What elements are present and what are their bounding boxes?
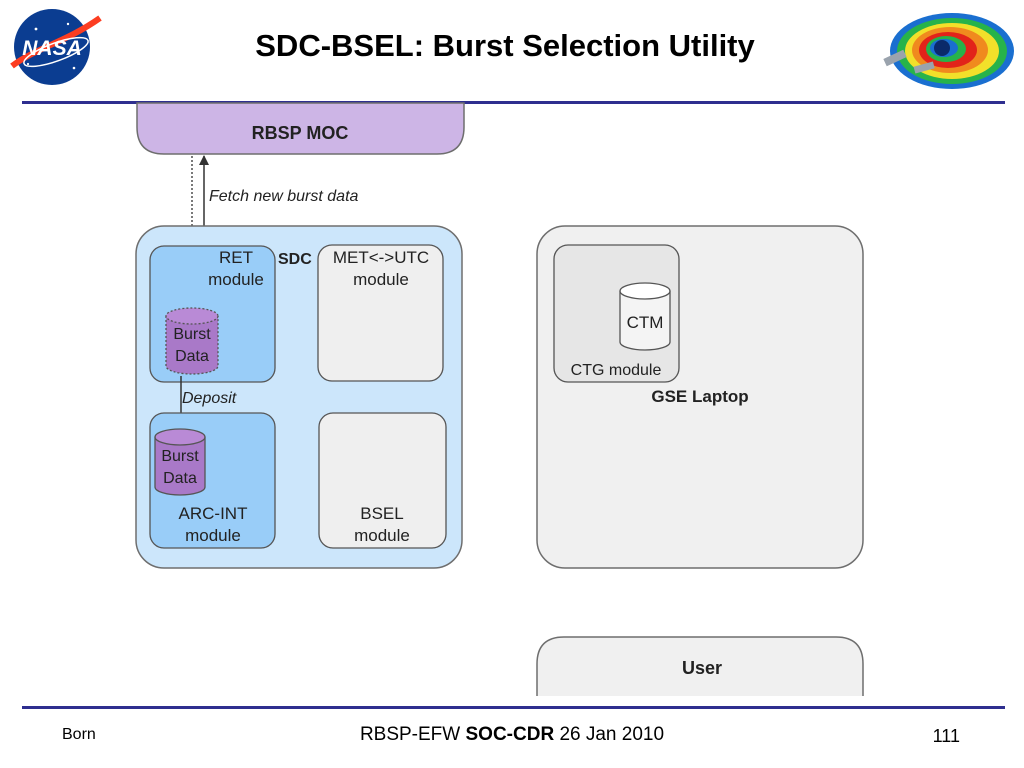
ctm-cylinder: CTM xyxy=(619,282,671,351)
footer-date: 26 Jan 2010 xyxy=(559,724,665,745)
page-number: 111 xyxy=(932,726,960,746)
footer-project: RBSP-EFW xyxy=(359,724,461,745)
rbsp-moc-box: RBSP MOC xyxy=(136,102,465,155)
met-utc-module-line1: MET<->UTC xyxy=(333,248,429,267)
header-rule xyxy=(22,101,1005,104)
met-utc-module-line2: module xyxy=(353,270,409,289)
ret-module-label-line1: RET xyxy=(219,248,253,267)
arc-int-module-line1: ARC-INT xyxy=(179,504,248,523)
bsel-module-box xyxy=(318,412,447,549)
user-label: User xyxy=(682,658,722,678)
burst-data-ret-cylinder: Burst Data xyxy=(165,307,219,375)
footer-author: Born xyxy=(62,726,96,743)
footer-review: SOC-CDR xyxy=(465,724,555,745)
nasa-logo: NASA xyxy=(10,9,102,85)
burst-data-arc-cylinder: Burst Data xyxy=(154,428,206,496)
bsel-module-line2: module xyxy=(354,526,410,545)
rbsp-moc-label: RBSP MOC xyxy=(252,123,349,143)
user-box: User xyxy=(536,636,864,696)
burst-data-ret-line1: Burst xyxy=(173,326,211,343)
met-utc-module-box xyxy=(317,244,444,382)
ret-module-label-line2: module xyxy=(208,270,264,289)
footer-rule xyxy=(22,706,1005,709)
burst-data-arc-line2: Data xyxy=(163,470,197,487)
deposit-label: Deposit xyxy=(182,390,237,407)
slide-title: SDC-BSEL: Burst Selection Utility xyxy=(255,28,755,63)
burst-data-ret-line2: Data xyxy=(175,348,209,365)
nasa-logo-text: NASA xyxy=(22,37,82,60)
fetch-label: Fetch new burst data xyxy=(209,188,359,205)
bsel-module-line1: BSEL xyxy=(360,504,403,523)
ctg-module-label: CTG module xyxy=(571,362,662,379)
sdc-label: SDC xyxy=(278,251,312,268)
radiation-belt-icon xyxy=(883,13,1014,89)
arc-int-module-line2: module xyxy=(185,526,241,545)
ctm-label: CTM xyxy=(627,313,664,332)
gse-laptop-label: GSE Laptop xyxy=(651,387,748,406)
footer-center: RBSP-EFW SOC-CDR 26 Jan 2010 xyxy=(0,724,1024,746)
burst-data-arc-line1: Burst xyxy=(161,448,199,465)
